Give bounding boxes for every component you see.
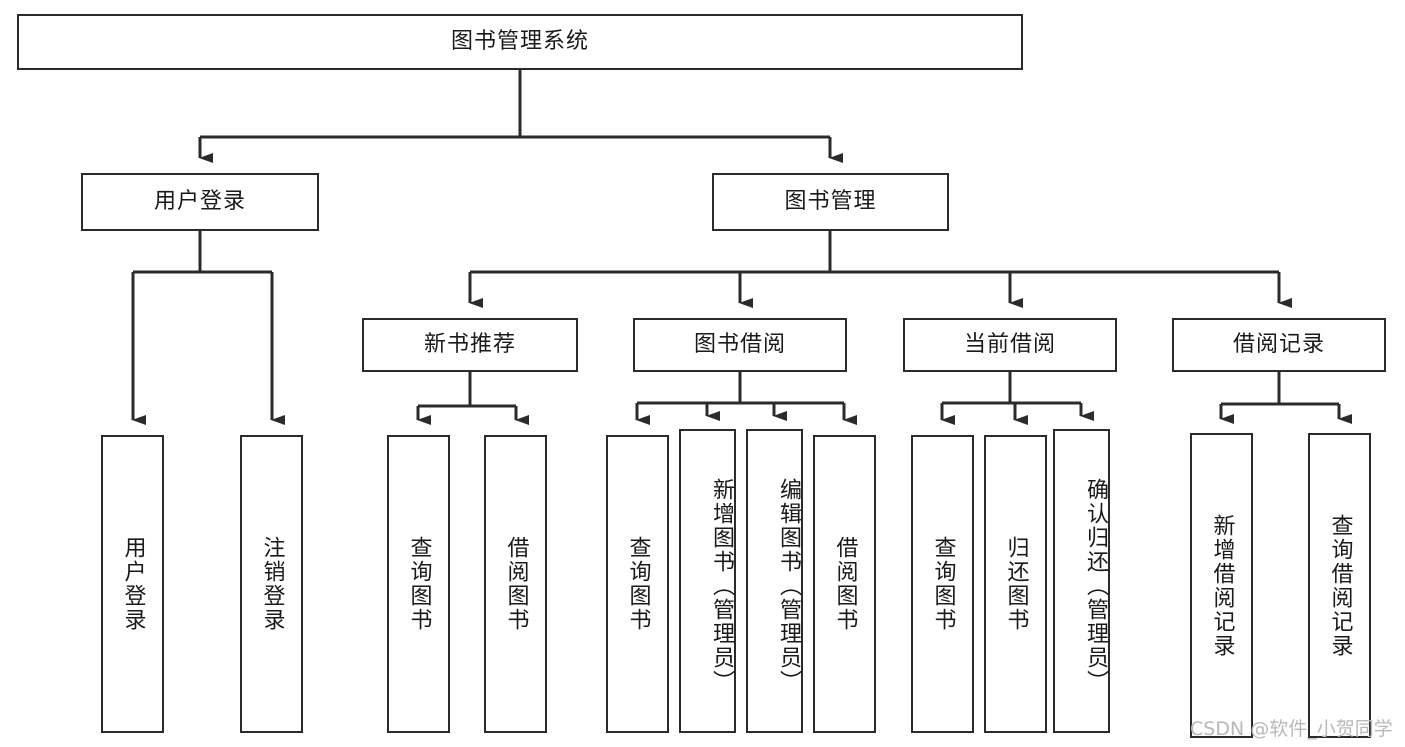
node-leaf-borrow-book-2-label: 借阅图书 — [832, 536, 858, 632]
node-book-borrow[interactable]: 图书借阅 — [633, 318, 847, 372]
node-book-manage-label: 图书管理 — [784, 189, 877, 215]
node-root-label: 图书管理系统 — [450, 29, 589, 55]
node-leaf-query-book-3-label: 查询图书 — [930, 536, 956, 632]
node-leaf-query-book-3[interactable]: 查询图书 — [911, 435, 974, 733]
node-new-book-recommend-label: 新书推荐 — [423, 332, 516, 358]
node-user-login[interactable]: 用户登录 — [81, 173, 319, 231]
watermark: CSDN @软件_小贺同学 — [1190, 718, 1393, 740]
node-leaf-borrow-book-1-label: 借阅图书 — [503, 536, 529, 632]
node-borrow-record-label: 借阅记录 — [1232, 332, 1325, 358]
node-leaf-query-borrow-record[interactable]: 查询借阅记录 — [1308, 433, 1371, 738]
node-root[interactable]: 图书管理系统 — [17, 14, 1023, 70]
node-leaf-borrow-book-2[interactable]: 借阅图书 — [813, 435, 876, 733]
node-leaf-edit-book-admin-label: 编辑图书（管理员） — [776, 478, 801, 694]
node-leaf-add-borrow-record[interactable]: 新增借阅记录 — [1190, 433, 1253, 738]
node-leaf-return-book-label: 归还图书 — [1003, 536, 1029, 632]
node-leaf-user-login-label: 用户登录 — [120, 536, 146, 632]
node-leaf-add-borrow-record-label: 新增借阅记录 — [1209, 513, 1235, 658]
node-borrow-record[interactable]: 借阅记录 — [1172, 318, 1386, 372]
node-new-book-recommend[interactable]: 新书推荐 — [362, 318, 578, 372]
node-leaf-logout-login-label: 注销登录 — [259, 536, 285, 632]
node-leaf-borrow-book-1[interactable]: 借阅图书 — [484, 435, 547, 733]
node-leaf-query-book-2[interactable]: 查询图书 — [606, 435, 669, 733]
node-leaf-query-book-2-label: 查询图书 — [625, 536, 651, 632]
node-leaf-user-login[interactable]: 用户登录 — [101, 435, 164, 733]
node-book-manage[interactable]: 图书管理 — [712, 173, 949, 231]
node-current-borrow-label: 当前借阅 — [963, 332, 1056, 358]
node-leaf-confirm-return-admin[interactable]: 确认归还（管理员） — [1053, 429, 1110, 733]
node-leaf-confirm-return-admin-label: 确认归还（管理员） — [1083, 478, 1108, 694]
node-leaf-query-borrow-record-label: 查询借阅记录 — [1327, 513, 1353, 658]
node-current-borrow[interactable]: 当前借阅 — [903, 318, 1117, 372]
node-user-login-label: 用户登录 — [153, 189, 246, 215]
node-leaf-add-book-admin-label: 新增图书（管理员） — [709, 478, 734, 694]
node-leaf-query-book-1-label: 查询图书 — [406, 536, 432, 632]
node-leaf-logout-login[interactable]: 注销登录 — [240, 435, 303, 733]
node-leaf-query-book-1[interactable]: 查询图书 — [387, 435, 450, 733]
node-book-borrow-label: 图书借阅 — [693, 332, 786, 358]
node-leaf-return-book[interactable]: 归还图书 — [984, 435, 1047, 733]
node-leaf-add-book-admin[interactable]: 新增图书（管理员） — [679, 429, 736, 733]
node-leaf-edit-book-admin[interactable]: 编辑图书（管理员） — [746, 429, 803, 733]
